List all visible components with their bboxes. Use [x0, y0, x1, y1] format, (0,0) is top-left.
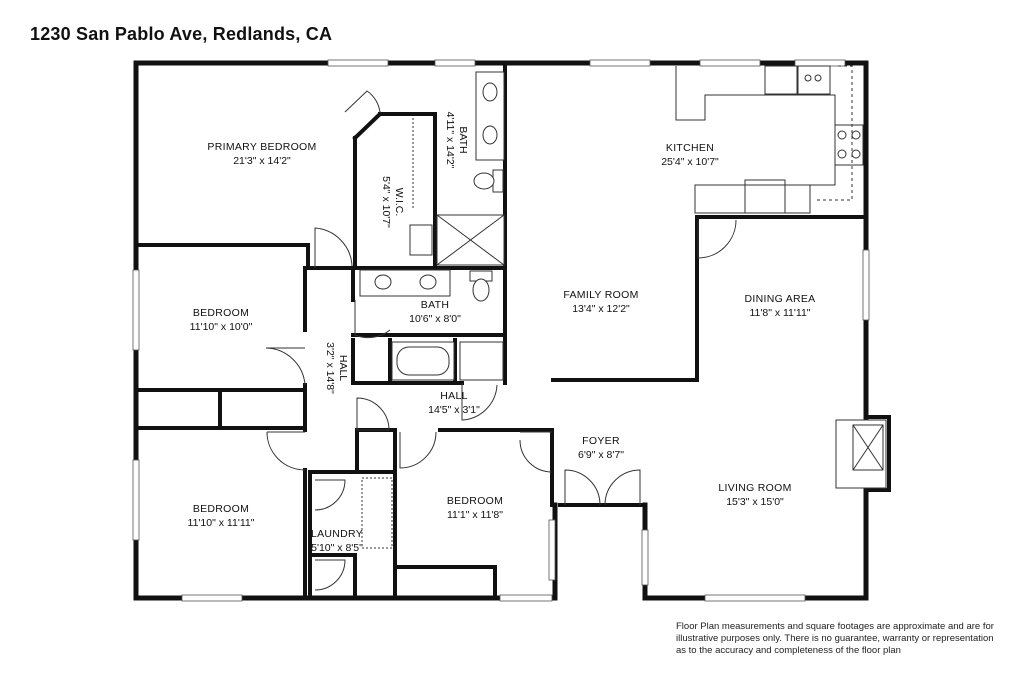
windows: [132, 59, 870, 602]
room-foyer: FOYER 6'9" x 8'7": [578, 434, 624, 462]
room-dimensions: 6'9" x 8'7": [578, 449, 624, 461]
room-dimensions: 11'8" x 11'11": [749, 307, 811, 319]
room-dimensions: 10'6" x 8'0": [409, 313, 461, 325]
room-name: FOYER: [582, 435, 620, 447]
kitchen-counters: [675, 65, 864, 214]
room-name: HALL: [337, 354, 349, 382]
room-dimensions: 11'1" x 11'8": [446, 509, 504, 521]
room-name: BATH: [420, 299, 450, 311]
room-name: PRIMARY BEDROOM: [207, 141, 317, 153]
room-living-room: LIVING ROOM 15'3" x 15'0": [718, 481, 791, 509]
room-bedroom-3: BEDROOM 11'1" x 11'8": [447, 494, 503, 522]
floor-plan-disclaimer: Floor Plan measurements and square foota…: [676, 621, 1016, 657]
room-dimensions: 4'11" x 14'2": [444, 111, 456, 169]
room-laundry: LAUNDRY 5'10" x 8'5": [311, 527, 363, 555]
room-dimensions: 5'10" x 8'5": [311, 542, 363, 554]
room-dimensions: 21'3" x 14'2": [233, 155, 291, 167]
property-address-title: 1230 San Pablo Ave, Redlands, CA: [30, 24, 333, 44]
room-name: LIVING ROOM: [718, 482, 792, 494]
room-dining-area: DINING AREA 11'8" x 11'11": [745, 292, 816, 320]
room-name: BATH: [457, 126, 469, 154]
room-name: FAMILY ROOM: [563, 289, 639, 301]
bath-fixtures: [359, 71, 887, 549]
room-hall-vertical: HALL 3'2" x 14'8": [323, 342, 349, 394]
room-dimensions: 5'4" x 10'7": [380, 176, 392, 228]
room-dimensions: 15'3" x 15'0": [726, 496, 784, 508]
room-kitchen: KITCHEN 25'4" x 10'7": [661, 141, 719, 169]
room-dimensions: 11'10" x 10'0": [189, 321, 253, 333]
room-name: BEDROOM: [446, 495, 504, 507]
room-name: KITCHEN: [665, 142, 715, 154]
room-dimensions: 11'10" x 11'11": [187, 517, 255, 529]
room-hall-horizontal: HALL 14'5" x 3'1": [428, 389, 480, 417]
disclaimer-line: Floor Plan measurements and square foota…: [676, 621, 994, 632]
disclaimer-line: illustrative purposes only. There is no …: [676, 633, 994, 644]
room-name: LAUNDRY: [310, 528, 364, 540]
room-dimensions: 14'5" x 3'1": [428, 404, 480, 416]
room-name: BEDROOM: [192, 503, 250, 515]
room-name: W.I.C.: [393, 187, 405, 217]
room-name: DINING AREA: [744, 293, 816, 305]
room-dimensions: 3'2" x 14'8": [324, 342, 336, 394]
room-bath-hall: BATH 10'6" x 8'0": [409, 298, 461, 326]
room-wic: W.I.C. 5'4" x 10'7": [379, 176, 405, 228]
room-dimensions: 13'4" x 12'2": [572, 303, 630, 315]
interior-walls: [134, 61, 891, 600]
room-dimensions: 25'4" x 10'7": [661, 156, 719, 168]
room-family-room: FAMILY ROOM 13'4" x 12'2": [563, 288, 638, 316]
room-name: HALL: [440, 390, 468, 402]
room-bedroom-2: BEDROOM 11'10" x 11'11": [188, 502, 255, 530]
room-primary-bedroom: PRIMARY BEDROOM 21'3" x 14'2": [207, 140, 316, 168]
room-bath-primary: BATH 4'11" x 14'2": [443, 112, 469, 169]
room-bedroom-1: BEDROOM 11'10" x 10'0": [190, 306, 253, 334]
disclaimer-line: as to the accuracy and completeness of t…: [676, 645, 901, 656]
room-name: BEDROOM: [192, 307, 250, 319]
doors: [265, 90, 737, 591]
